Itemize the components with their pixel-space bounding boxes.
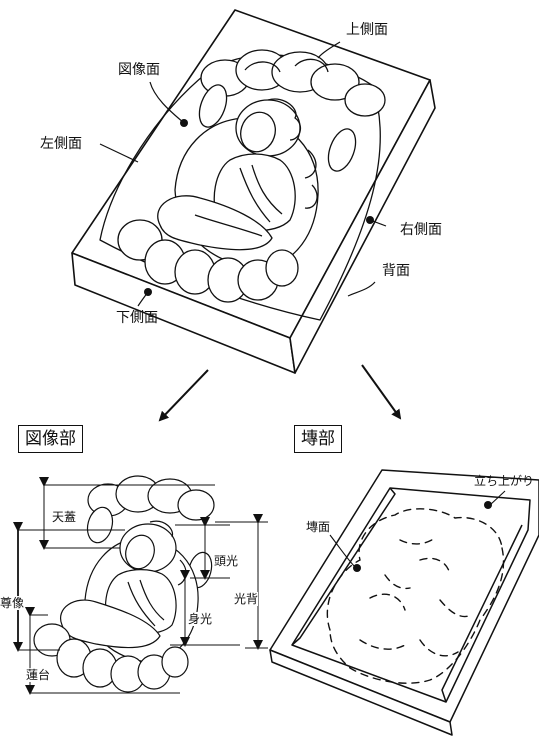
tassel-right: [327, 128, 357, 172]
label-right-side: 右側面: [400, 222, 442, 238]
image-part-dimension-lines: [13, 477, 268, 695]
leader-top-side: [317, 41, 341, 59]
label-lotus-base: 蓮台: [26, 668, 51, 682]
leader-back: [347, 281, 376, 297]
section-tile-part: 塼部: [294, 425, 342, 453]
tray-inner: [291, 487, 531, 703]
bottom-side-dot: [144, 288, 152, 296]
label-full-halo: 光背: [234, 592, 259, 606]
image-face-dot: [180, 119, 188, 127]
label-rim: 立ち上がり: [474, 474, 535, 488]
label-canopy: 天蓋: [52, 510, 77, 524]
tray-front-edge: [269, 649, 453, 736]
tassel-left: [198, 84, 228, 128]
arrow-to-tile-part: [361, 364, 402, 420]
right-side-dot: [366, 216, 374, 224]
canopy-cloud-5: [344, 83, 386, 117]
image-part-figure: [33, 475, 215, 693]
label-image-face: 図像面: [118, 62, 160, 78]
label-top-side: 上側面: [346, 22, 388, 38]
label-bottom-side: 下側面: [116, 310, 158, 326]
section-image-part: 図像部: [18, 425, 83, 453]
label-back: 背面: [382, 263, 410, 279]
rim-dot: [484, 501, 492, 509]
label-left-side: 左側面: [40, 136, 82, 152]
label-tile-face: 塼面: [306, 520, 331, 534]
relief-figure: [99, 49, 386, 321]
lotus-petal-6: [265, 249, 299, 287]
relief-head: [240, 111, 276, 153]
arrow-to-image-part: [158, 369, 209, 422]
tile-face-impression: [326, 508, 505, 684]
canopy-cloud-4: [310, 63, 360, 101]
leader-left-side: [99, 143, 139, 163]
relief-legs: [157, 195, 273, 251]
tile-tray: [269, 469, 539, 736]
label-head-halo: 頭光: [214, 554, 239, 568]
label-body-halo: 身光: [188, 612, 213, 626]
leader-rim: [489, 490, 506, 506]
label-main-figure: 尊像: [0, 596, 25, 610]
tile-face-dot: [353, 564, 361, 572]
